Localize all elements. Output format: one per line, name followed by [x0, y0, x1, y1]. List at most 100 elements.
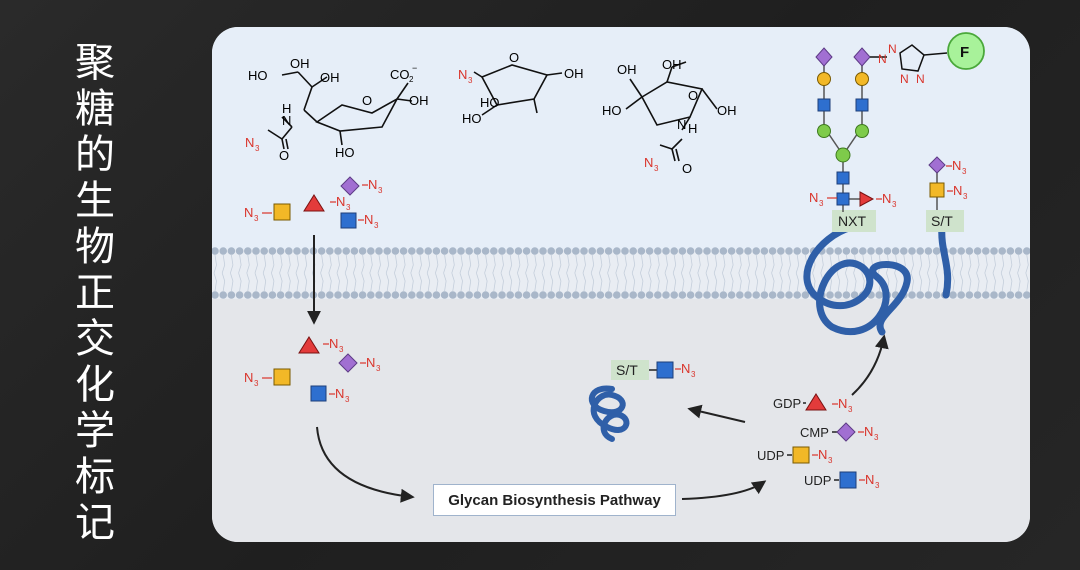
lipid-head	[457, 291, 465, 299]
lipid-head	[834, 247, 842, 255]
azide-subscript: 3	[874, 433, 879, 442]
lipid-head	[883, 247, 892, 255]
lipid-head	[212, 247, 219, 255]
udp-galnac-square	[792, 446, 810, 464]
lipid-head	[572, 291, 580, 299]
lipid-head	[235, 247, 244, 255]
lipid-tail	[590, 254, 595, 292]
chem-label: O	[688, 88, 698, 103]
lipid-tail	[918, 254, 923, 292]
lipid-head	[711, 291, 719, 299]
lipid-head	[875, 247, 883, 255]
lipid-head	[793, 247, 801, 255]
lipid-head	[670, 291, 678, 299]
lipid-head	[777, 247, 785, 255]
lipid-head	[375, 247, 383, 255]
lipid-head	[785, 247, 793, 255]
lipid-tail	[1017, 254, 1021, 292]
lipid-tail	[1000, 254, 1005, 292]
lipid-tail	[271, 254, 275, 292]
lipid-head	[875, 291, 883, 299]
o-glcnac-square	[656, 361, 674, 379]
lipid-tail	[320, 254, 324, 292]
lipid-head	[342, 291, 350, 299]
lipid-head	[613, 247, 621, 255]
lipid-tail	[976, 254, 980, 292]
lipid-head	[645, 291, 654, 299]
udp-label-2: UDP	[804, 473, 831, 488]
lipid-head	[645, 247, 654, 255]
lipid-head	[703, 247, 711, 255]
lipid-tail	[213, 254, 217, 292]
glcnac-core-1	[836, 171, 850, 185]
lipid-head	[777, 291, 785, 299]
glycan-labeling-diagram: HO OH OH O CO 2 − OH H N HO O N 3 N 3 O …	[212, 27, 1030, 542]
azide-subscript: 3	[345, 395, 350, 404]
sialic-acid-structure	[267, 71, 413, 150]
lipid-tail	[328, 254, 332, 292]
lipid-head	[719, 247, 728, 255]
lipid-head	[252, 247, 260, 255]
azide-label: N	[364, 212, 373, 227]
lipid-head	[834, 291, 842, 299]
lipid-head	[522, 291, 531, 299]
galnaz-structure	[625, 61, 718, 162]
lipid-head	[514, 247, 523, 255]
lipid-tail	[287, 254, 291, 292]
lipid-head	[547, 247, 555, 255]
lipid-head	[932, 247, 941, 255]
lipid-tail	[385, 254, 390, 292]
sialic-diamond-right	[853, 47, 871, 67]
free-sugar-cluster-top	[273, 176, 360, 229]
gdp-fucose-triangle	[805, 393, 827, 411]
lipid-head	[367, 247, 375, 255]
lipid-head	[629, 247, 637, 255]
lipid-tail	[672, 254, 677, 292]
lipid-head	[268, 291, 277, 299]
azide-label: N	[644, 155, 653, 170]
lipid-head	[998, 291, 1006, 299]
chem-label: OH	[617, 62, 637, 77]
lipid-head	[416, 247, 424, 255]
cmp-sialic-diamond	[836, 422, 856, 442]
lipid-tail	[722, 254, 726, 292]
lipid-tail	[927, 254, 931, 292]
lipid-head	[662, 247, 670, 255]
lipid-head	[867, 247, 875, 255]
azide-label: N	[458, 67, 467, 82]
lipid-head	[244, 291, 252, 299]
nucleotide-sugar-donors: GDP CMP UDP UDP	[757, 393, 857, 489]
lipid-head	[908, 291, 916, 299]
lipid-head	[440, 247, 449, 255]
lipid-head	[588, 247, 596, 255]
membrane-protein: NXT S/T	[803, 210, 964, 336]
lipid-head	[358, 291, 367, 299]
chem-label: HO	[462, 111, 482, 126]
lipid-head	[752, 291, 760, 299]
lipid-head	[916, 247, 924, 255]
lipid-head	[932, 291, 941, 299]
lipid-tail	[959, 254, 964, 292]
chem-label: OH	[320, 70, 340, 85]
lipid-head	[449, 291, 457, 299]
lipid-tail	[369, 254, 373, 292]
lipid-head	[408, 291, 416, 299]
chem-label: OH	[717, 103, 737, 118]
azide-label: N	[329, 336, 338, 351]
glycan-biosynthesis-pathway-box: Glycan Biosynthesis Pathway	[433, 484, 676, 516]
lipid-head	[686, 291, 695, 299]
lipid-head	[957, 247, 965, 255]
lipid-head	[539, 291, 547, 299]
lipid-tail	[344, 254, 349, 292]
lipid-tail	[951, 254, 955, 292]
lipid-head	[760, 291, 769, 299]
lipid-head	[621, 247, 629, 255]
lipid-head	[572, 247, 580, 255]
lipid-head	[276, 291, 285, 299]
lipid-head	[276, 247, 285, 255]
nxt-box	[832, 210, 876, 232]
lipid-head	[260, 291, 268, 299]
chem-label: H	[688, 121, 697, 136]
